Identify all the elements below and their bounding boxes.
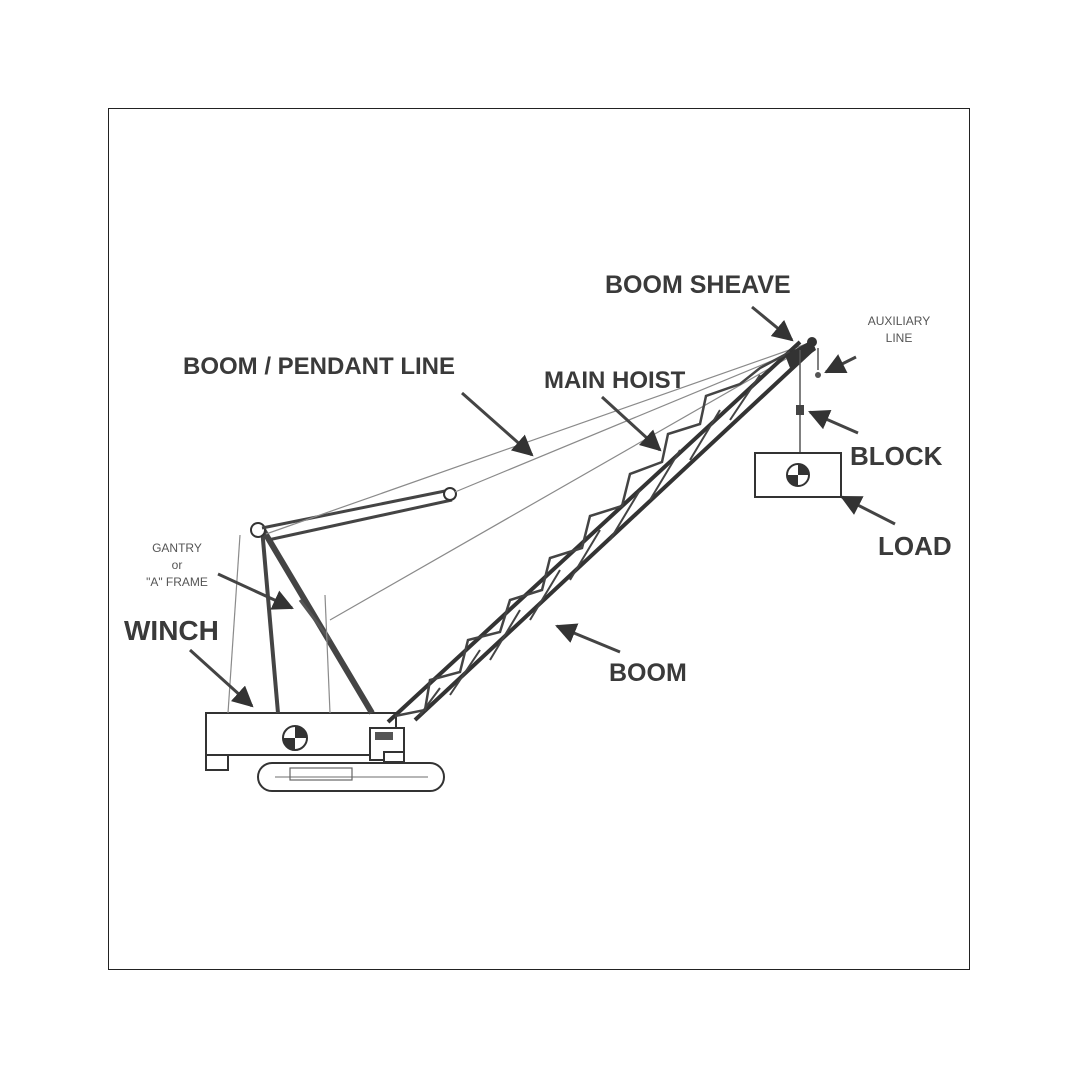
label-auxiliary-1: AUXILIARY xyxy=(868,314,930,328)
arrow-block xyxy=(808,409,859,435)
label-boom: BOOM xyxy=(609,659,687,687)
label-gantry-3: "A" FRAME xyxy=(146,575,208,589)
label-auxiliary-2: LINE xyxy=(886,331,913,345)
hoist-line xyxy=(799,348,821,455)
gantry-a-frame xyxy=(227,522,375,715)
arrow-main-hoist xyxy=(600,395,662,452)
load-box xyxy=(754,452,842,498)
diagram-frame xyxy=(108,108,970,970)
arrow-boom-sheave xyxy=(751,305,794,342)
arrow-boom-pendant-line xyxy=(461,391,534,457)
label-winch: WINCH xyxy=(124,615,219,646)
label-gantry-2: or xyxy=(172,558,183,572)
boom-lattice xyxy=(386,337,817,724)
label-load: LOAD xyxy=(878,531,952,561)
arrow-auxiliary-line xyxy=(824,354,857,374)
arrow-gantry xyxy=(217,572,294,610)
arrow-load xyxy=(840,495,896,526)
rigging-lines xyxy=(265,341,813,621)
label-main-hoist: MAIN HOIST xyxy=(544,367,686,394)
crawler-track xyxy=(257,762,445,792)
label-boom-pendant-line: BOOM / PENDANT LINE xyxy=(183,353,455,380)
pendant-strut xyxy=(261,487,457,542)
arrow-boom xyxy=(555,623,621,654)
arrow-winch xyxy=(188,648,254,708)
label-gantry-1: GANTRY xyxy=(152,541,202,555)
label-boom-sheave: BOOM SHEAVE xyxy=(605,271,791,299)
label-block: BLOCK xyxy=(850,441,943,471)
winch-emblem-icon xyxy=(282,725,308,751)
leader-arrows xyxy=(188,305,896,708)
block-hook xyxy=(796,405,804,415)
